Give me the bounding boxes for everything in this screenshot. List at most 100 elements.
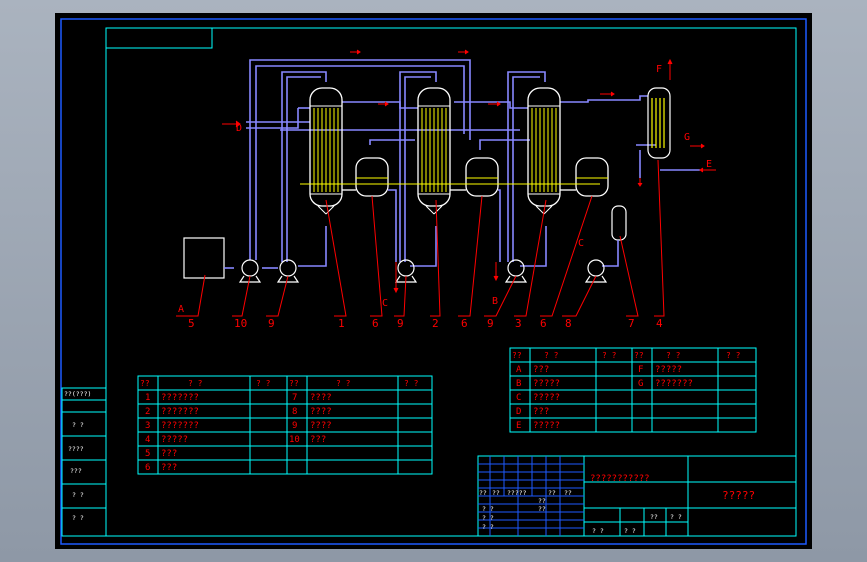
title-sign-label-2: ?? (538, 505, 546, 513)
callout-8: 8 (565, 317, 572, 330)
equip-head-qty-2: ? ? (404, 379, 419, 388)
title-sheet-label-3: ?? (650, 513, 658, 521)
equip-head-qty-1: ? ? (256, 379, 271, 388)
drawing-name: ????? (722, 489, 755, 502)
side-label-1: ??(???) (64, 390, 91, 398)
stream-table: ?? ? ? ? ? ?? ? ? ? ? A ??? B ????? C ??… (509, 347, 757, 433)
equip-name: ??????? (161, 393, 199, 403)
equip-no: 9 (292, 421, 297, 431)
title-block: ?? ?? ????? ?? ?? ?? ?? ? ? ? ? ? ? ? ? … (477, 455, 797, 537)
stream-head-no-2: ?? (634, 351, 644, 360)
callout-9a: 9 (268, 317, 275, 330)
stream-name: ????? (655, 365, 682, 375)
liquid-pipes (224, 189, 619, 269)
stream-head-name-2: ? ? (666, 351, 681, 360)
equip-no: 6 (145, 463, 150, 473)
callout-6b: 6 (461, 317, 468, 330)
equipment-table: ?? ? ? ? ? ?? ? ? ? ? 1 ??????? 2 ??????… (137, 375, 433, 475)
title-sign-label-1: ?? (538, 497, 546, 505)
stream-name: ????? (533, 379, 560, 389)
title-date-label-2: ? ? (482, 514, 494, 522)
stream-code: A (516, 365, 522, 375)
equip-head-no-2: ?? (289, 379, 299, 388)
equip-no: 2 (145, 407, 150, 417)
stream-label-c2: C (578, 238, 584, 249)
equip-head-name-1: ? ? (188, 379, 203, 388)
equip-no: 8 (292, 407, 297, 417)
title-row-label-2: ?? (492, 489, 500, 497)
callout-5: 5 (188, 317, 195, 330)
stream-name: ??? (533, 365, 549, 375)
stream-head-name-1: ? ? (544, 351, 559, 360)
outer-frame (60, 18, 807, 545)
equip-head-name-2: ? ? (336, 379, 351, 388)
equip-name: ??? (161, 449, 177, 459)
side-label-4: ??? (70, 467, 82, 475)
stream-label-d: D (236, 123, 242, 134)
evaporator-3 (527, 87, 561, 215)
equip-no: 7 (292, 393, 297, 403)
callout-9b: 9 (397, 317, 404, 330)
stream-head-no-1: ?? (512, 351, 522, 360)
side-label-5: ? ? (72, 491, 84, 499)
evaporator-2 (417, 87, 451, 215)
corner-box (105, 27, 213, 49)
stream-name: ??? (533, 407, 549, 417)
equip-name: ???? (310, 407, 332, 417)
callout-10: 10 (234, 317, 247, 330)
stream-name: ??????? (655, 379, 693, 389)
stream-name: ????? (533, 393, 560, 403)
stream-code: F (638, 365, 643, 375)
callout-6a: 6 (372, 317, 379, 330)
callout-3: 3 (515, 317, 522, 330)
stream-name: ????? (533, 421, 560, 431)
stream-label-b: B (492, 296, 498, 307)
callout-9c: 9 (487, 317, 494, 330)
stream-label-f: F (656, 64, 662, 75)
callout-1: 1 (338, 317, 345, 330)
side-label-6: ? ? (72, 514, 84, 522)
pumps (238, 259, 608, 283)
process-diagram: 5 10 9 1 6 9 2 6 9 3 6 8 7 4 A D C B C F… (176, 49, 716, 330)
stream-label-e: E (706, 159, 712, 170)
callout-leaders (176, 159, 665, 317)
equip-name: ??????? (161, 407, 199, 417)
stream-label-c1: C (382, 298, 388, 309)
vapor-pipes (246, 59, 700, 262)
stream-head-qty-1: ? ? (602, 351, 617, 360)
callout-2: 2 (432, 317, 439, 330)
side-column (61, 387, 107, 537)
stream-code: C (516, 393, 521, 403)
equip-name: ??????? (161, 421, 199, 431)
stream-head-qty-2: ? ? (726, 351, 741, 360)
title-sheet-label-1: ? ? (592, 527, 604, 535)
equip-no: 10 (289, 435, 300, 445)
equip-no: 5 (145, 449, 150, 459)
stream-label-g: G (684, 132, 690, 143)
equip-no: 3 (145, 421, 150, 431)
equip-no: 1 (145, 393, 150, 403)
equip-name: ???? (310, 393, 332, 403)
title-sheet-label-2: ? ? (624, 527, 636, 535)
stream-label-a: A (178, 304, 184, 315)
condenser (647, 87, 671, 159)
title-row-label-1: ?? (479, 489, 487, 497)
equip-no: 4 (145, 435, 150, 445)
side-label-3: ???? (68, 445, 84, 453)
title-row-label-5: ?? (564, 489, 572, 497)
stream-code: E (516, 421, 521, 431)
title-date-label-3: ? ? (482, 523, 494, 531)
stream-code: D (516, 407, 521, 417)
side-label-2: ? ? (72, 421, 84, 429)
title-row-label-3: ????? (507, 489, 527, 497)
callout-4: 4 (656, 317, 663, 330)
equip-name: ??? (310, 435, 326, 445)
equip-name: ??? (161, 463, 177, 473)
inner-frame (105, 27, 797, 537)
callout-6c: 6 (540, 317, 547, 330)
title-description: ??????????? (590, 474, 650, 484)
stream-code: G (638, 379, 643, 389)
callout-7: 7 (628, 317, 635, 330)
